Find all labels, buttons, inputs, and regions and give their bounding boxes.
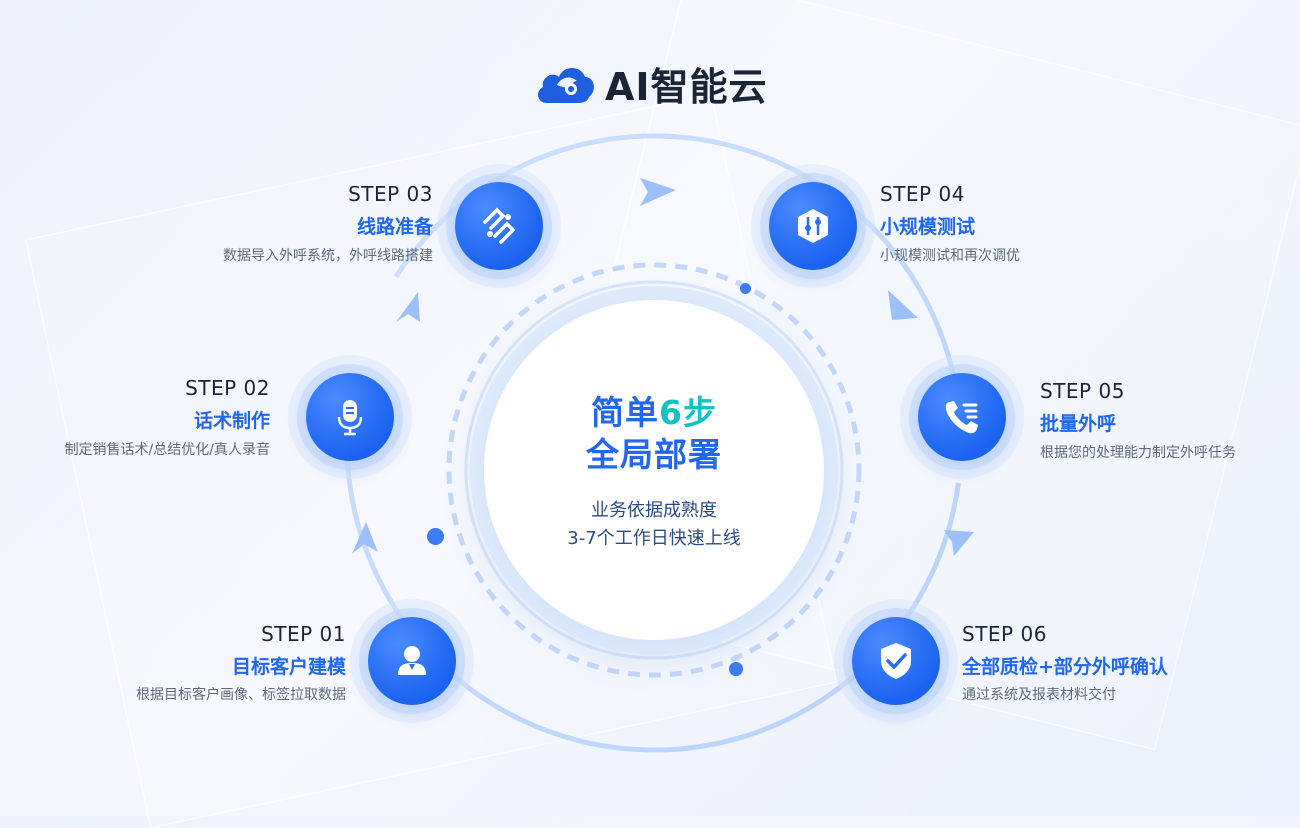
step-02-label: STEP 02 (185, 376, 270, 400)
step-06-label: STEP 06 (962, 622, 1047, 646)
arrow-icon (944, 530, 974, 556)
step-05-label: STEP 05 (1040, 379, 1125, 403)
step-05-node (918, 373, 1006, 461)
step-03-label: STEP 03 (348, 182, 433, 206)
inner-ring (464, 280, 844, 660)
step-02-title: 话术制作 (193, 410, 270, 432)
arrow-icon (396, 292, 420, 322)
step-02-node (306, 373, 394, 461)
center-headline: 简单6步 (591, 393, 717, 432)
step-06-desc: 通过系统及报表材料交付 (962, 687, 1116, 703)
step-03-title: 线路准备 (356, 216, 433, 238)
step-01-label: STEP 01 (261, 622, 346, 646)
decor-dot (729, 662, 743, 676)
step-06-node (852, 617, 940, 705)
center-summary: 简单6步 全局部署 业务依据成熟度 3-7个工作日快速上线 (484, 300, 824, 640)
step-05-desc: 根据您的处理能力制定外呼任务 (1040, 445, 1236, 461)
dashed-ring (446, 262, 862, 678)
step-05-title: 批量外呼 (1040, 413, 1117, 435)
user-icon (398, 646, 426, 675)
brand: AI智能云 (535, 58, 768, 109)
decor-dot (740, 283, 751, 294)
arrow-icon (640, 178, 676, 206)
center-subtext: 业务依据成熟度 (591, 500, 717, 521)
decor-dot (427, 528, 444, 545)
arrow-icon (888, 290, 918, 320)
phone-list-icon (945, 401, 978, 434)
step-02-desc: 制定销售话术/总结优化/真人录音 (64, 442, 270, 458)
microphone-icon (337, 400, 363, 436)
step-03-node (455, 182, 543, 270)
step-04-title: 小规模测试 (880, 216, 976, 238)
step-06-title: 全部质检+部分外呼确认 (962, 656, 1168, 678)
brand-name: AI智能云 (605, 64, 768, 109)
shield-check-icon (881, 643, 911, 679)
step-01-desc: 根据目标客户画像、标签拉取数据 (136, 687, 346, 703)
step-01-title: 目标客户建模 (231, 656, 346, 678)
step-04-desc: 小规模测试和再次调优 (880, 248, 1020, 264)
step-04-node (769, 182, 857, 270)
step-03-desc: 数据导入外呼系统，外呼线路搭建 (223, 248, 433, 264)
center-headline-2: 全局部署 (586, 435, 722, 474)
route-icon (483, 207, 516, 244)
cloud-panther-logo-icon (538, 68, 594, 103)
step-04-label: STEP 04 (880, 182, 965, 206)
step-01-node (368, 617, 456, 705)
arrow-icon (352, 522, 378, 554)
center-subtext-2: 3-7个工作日快速上线 (567, 528, 741, 549)
sliders-icon (798, 209, 828, 243)
